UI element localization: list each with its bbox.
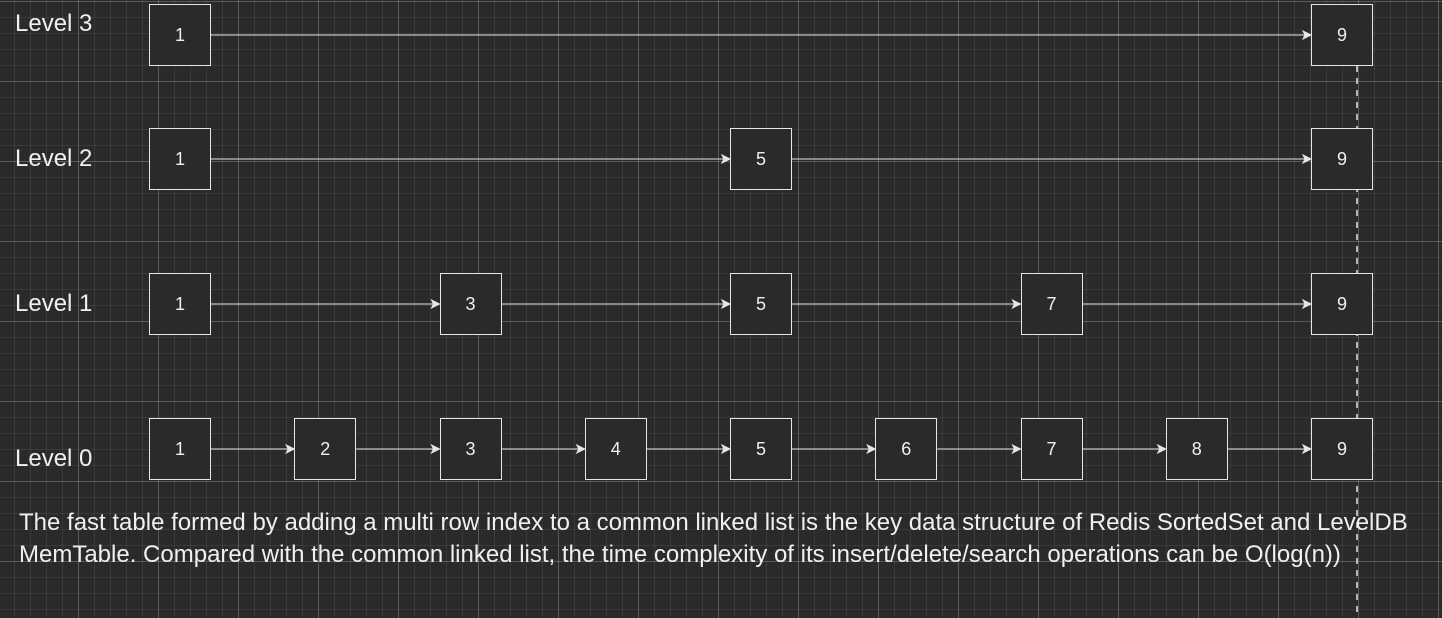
list-node: 7 <box>1020 418 1083 480</box>
pointer-arrow <box>211 29 1313 41</box>
pointer-arrow <box>501 298 732 310</box>
list-node: 2 <box>294 418 357 480</box>
list-node: 5 <box>730 128 792 190</box>
pointer-arrow <box>356 443 441 455</box>
list-node: 1 <box>149 4 211 66</box>
pointer-arrow <box>937 443 1022 455</box>
pointer-arrow <box>646 443 732 455</box>
list-node: 9 <box>1311 418 1373 480</box>
pointer-arrow <box>1082 443 1167 455</box>
pointer-arrow <box>211 153 732 165</box>
list-node: 3 <box>439 273 502 335</box>
list-node: 1 <box>149 273 211 335</box>
caption-text: The fast table formed by adding a multi … <box>19 509 1408 568</box>
list-node: 1 <box>149 418 211 480</box>
list-node: 7 <box>1020 273 1083 335</box>
pointer-arrow <box>792 153 1313 165</box>
pointer-arrow <box>792 443 877 455</box>
list-node: 6 <box>875 418 938 480</box>
pointer-arrow <box>792 298 1022 310</box>
list-node: 9 <box>1311 128 1373 190</box>
level-label: Level 0 <box>15 445 93 472</box>
list-node: 4 <box>584 418 647 480</box>
pointer-arrow <box>1227 443 1313 455</box>
level-label: Level 2 <box>15 145 93 172</box>
list-node: 8 <box>1165 418 1228 480</box>
list-node: 9 <box>1311 273 1373 335</box>
list-node: 3 <box>439 418 502 480</box>
pointer-arrow <box>1082 298 1313 310</box>
list-node: 5 <box>730 273 792 335</box>
pointer-arrow <box>501 443 586 455</box>
pointer-arrow <box>211 443 296 455</box>
list-node: 9 <box>1311 4 1373 66</box>
pointer-arrow <box>211 298 441 310</box>
level-label: Level 1 <box>15 290 93 317</box>
level-label: Level 3 <box>15 10 93 37</box>
list-node: 5 <box>730 418 792 480</box>
list-node: 1 <box>149 128 211 190</box>
